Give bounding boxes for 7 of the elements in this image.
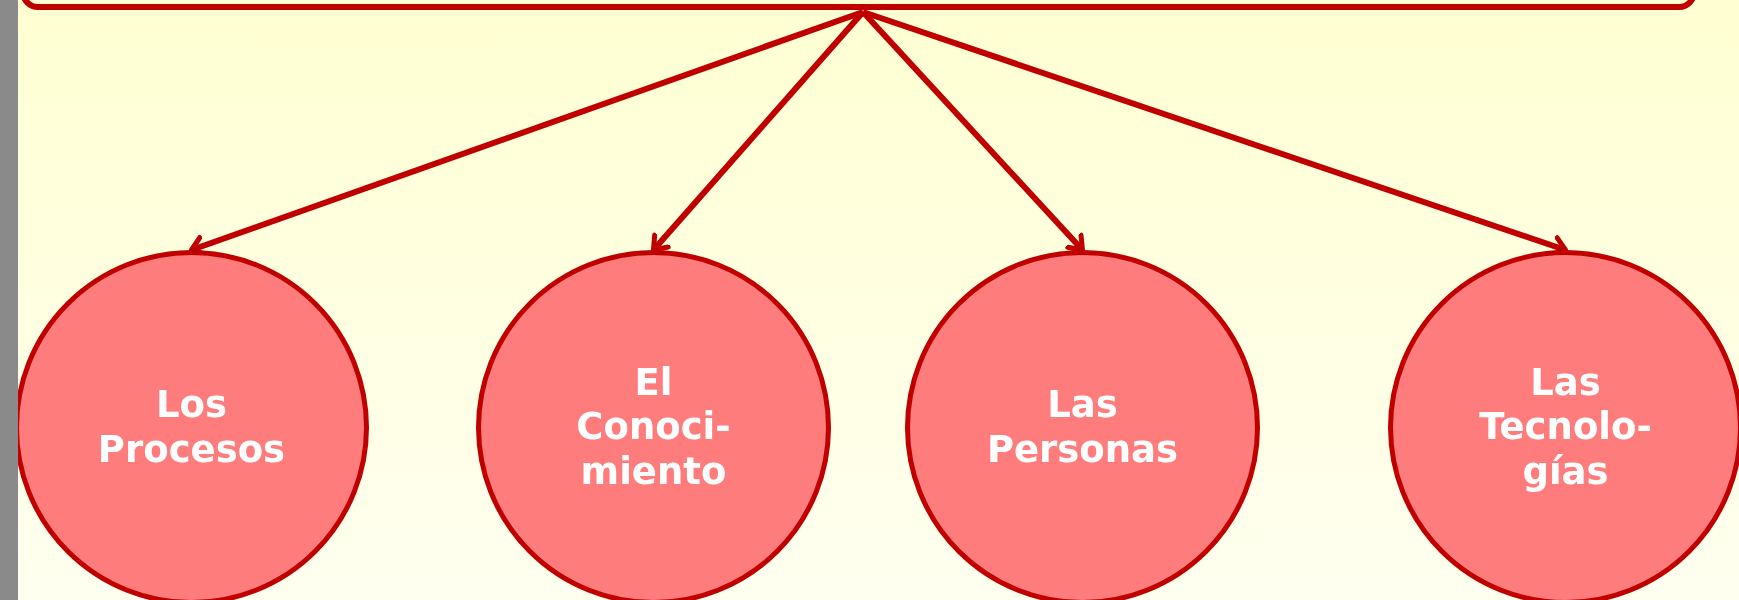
arrow bbox=[860, 9, 1085, 253]
circle-label: Las Tecnolo- gías bbox=[1479, 360, 1652, 495]
side-bar bbox=[0, 0, 18, 600]
circle-label: Las Personas bbox=[986, 383, 1179, 472]
arrow bbox=[651, 10, 866, 253]
circle-label: Los Procesos bbox=[97, 383, 286, 472]
circle-label: El Conoci- miento bbox=[576, 360, 731, 495]
